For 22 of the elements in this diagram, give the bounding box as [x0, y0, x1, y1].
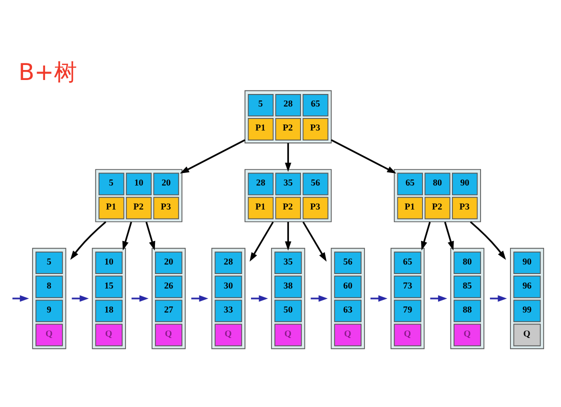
arrow [302, 222, 327, 262]
arrow [132, 295, 149, 302]
arrow [70, 221, 106, 260]
diagram-title: B+树 [18, 59, 77, 86]
arrow [330, 139, 396, 174]
arrow [250, 222, 274, 262]
arrow [470, 221, 506, 260]
arrow [284, 143, 292, 172]
arrow [490, 295, 507, 302]
arrow [180, 139, 246, 174]
arrow [191, 295, 208, 302]
arrow [430, 295, 448, 302]
arrow [251, 295, 268, 302]
arrow [72, 295, 89, 302]
arrow [284, 222, 292, 251]
arrow [122, 222, 132, 250]
arrow [370, 295, 388, 302]
arrow [146, 222, 156, 250]
arrow [421, 222, 431, 250]
arrow [444, 222, 454, 250]
arrow [12, 295, 30, 302]
arrow [310, 295, 328, 302]
